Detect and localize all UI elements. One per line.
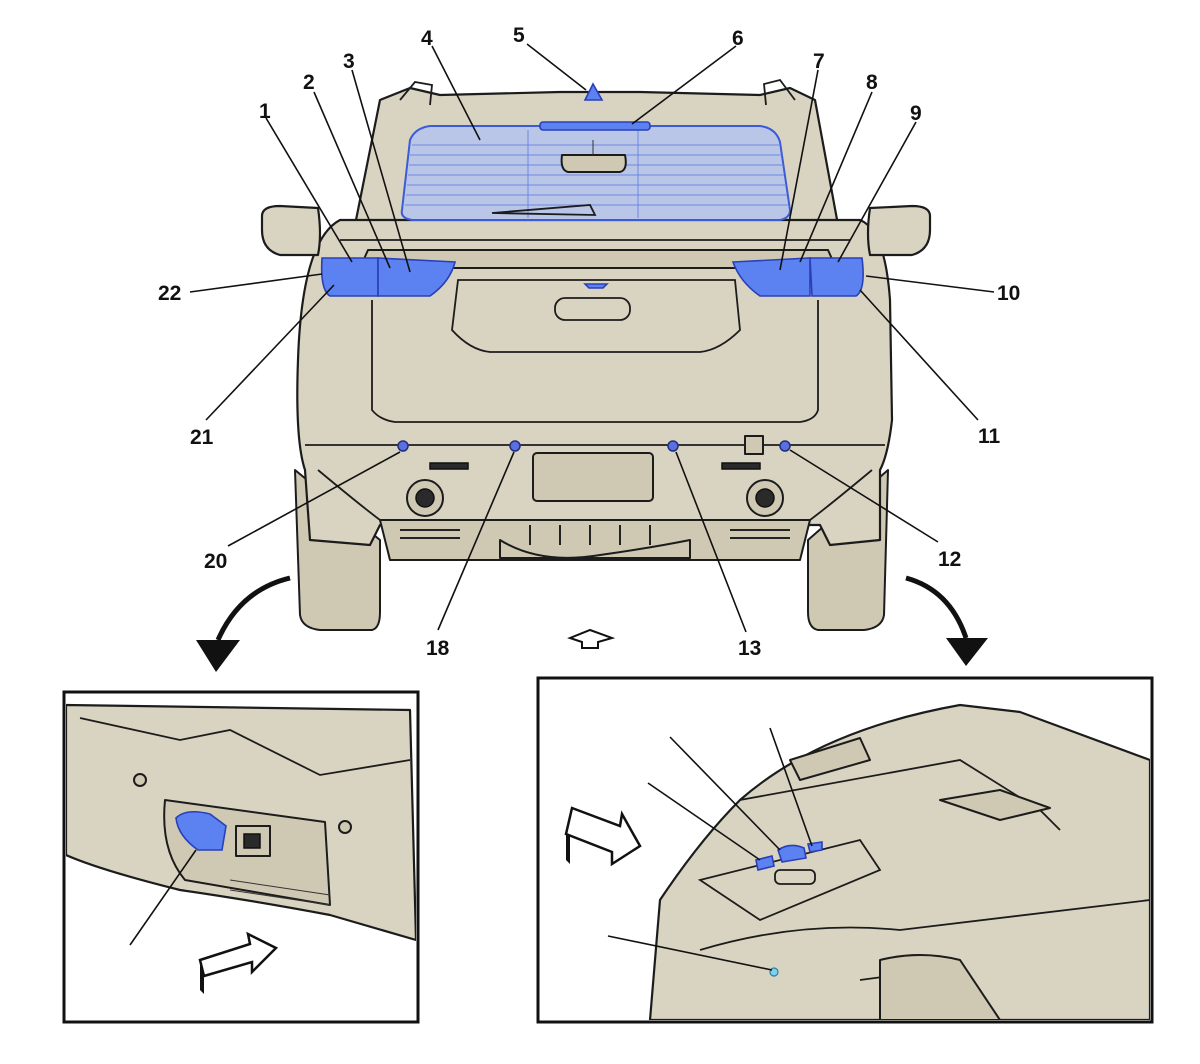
callout-1: 1 — [259, 100, 271, 123]
liftgate-handle — [554, 297, 631, 321]
inset-right-liftgate-view — [536, 676, 1154, 1024]
callout-10: 10 — [997, 282, 1020, 305]
curved-arrow-left-icon — [196, 575, 291, 672]
interior-mirror — [560, 154, 627, 173]
defroster-grid — [405, 130, 788, 218]
callout-13: 13 — [738, 637, 761, 660]
right-side-mirror — [866, 204, 932, 257]
license-plate-area — [532, 452, 654, 502]
callout-4: 4 — [421, 27, 433, 50]
callout-9: 9 — [910, 102, 922, 125]
trailer-connector — [175, 810, 227, 851]
left-side-mirror — [260, 204, 322, 257]
spoiler-left — [399, 81, 433, 106]
park-sensor-inner-right — [667, 440, 679, 452]
underbody — [379, 519, 811, 561]
right-tail-lamp-outer — [809, 257, 864, 297]
park-sensor-outer-left — [397, 440, 409, 452]
callout-2: 2 — [303, 71, 315, 94]
spoiler-right — [763, 78, 796, 106]
callout-8: 8 — [866, 71, 878, 94]
park-sensor-inner-left — [509, 440, 521, 452]
left-tail-lamp-inner — [377, 257, 457, 297]
park-sensor-outer-right — [779, 440, 791, 452]
roof-antenna — [583, 82, 604, 101]
curved-arrow-right-icon — [905, 575, 988, 666]
camera-housing — [744, 435, 764, 455]
vehicle-rear-view — [260, 78, 932, 631]
callout-21: 21 — [190, 426, 214, 449]
callout-3: 3 — [343, 50, 355, 73]
left-tail-lamp-outer — [320, 257, 379, 297]
callout-5: 5 — [513, 24, 525, 47]
right-tail-lamp-inner — [731, 257, 811, 297]
leader-lines — [189, 43, 995, 633]
callout-6: 6 — [732, 27, 744, 50]
license-recess — [451, 279, 741, 353]
view-arrow-icon — [198, 931, 279, 994]
right-reflector — [721, 462, 761, 470]
view-arrow-icon — [564, 806, 642, 867]
exhaust-pipe — [499, 539, 691, 559]
inset-left-sensor-b — [338, 820, 352, 834]
inset-left-sensor-a — [133, 773, 147, 787]
callout-11: 11 — [978, 425, 1001, 448]
rear-emblem — [583, 283, 609, 289]
center-high-mount-stop-lamp — [539, 121, 651, 131]
liftgate-release-switch — [777, 844, 807, 863]
callout-22: 22 — [158, 282, 181, 305]
callout-12: 12 — [938, 548, 961, 571]
liftgate-lamp-left — [755, 855, 775, 871]
liftgate-lamp-right — [807, 841, 823, 853]
underbody-vents — [400, 525, 790, 545]
rear-wiper — [491, 204, 597, 216]
callout-7: 7 — [813, 50, 825, 73]
callout-18: 18 — [426, 637, 450, 660]
inset-left-hitch-view — [62, 690, 420, 1024]
callout-20: 20 — [204, 550, 227, 573]
left-reflector — [429, 462, 469, 470]
liftgate-outline — [371, 300, 819, 423]
inset-high-mount-lamp — [789, 737, 871, 781]
direction-arrow-icon — [567, 628, 616, 649]
